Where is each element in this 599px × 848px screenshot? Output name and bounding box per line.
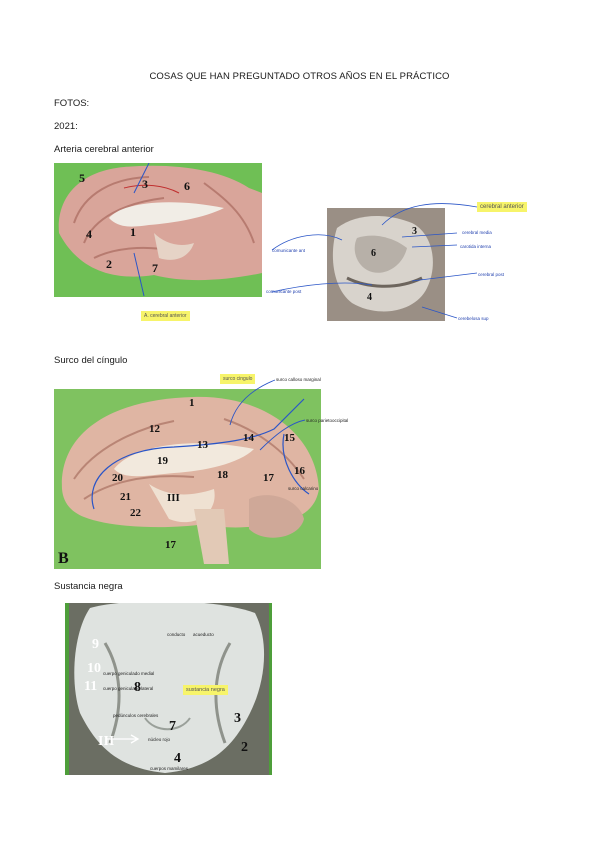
annotation: comunicante ant [272, 248, 306, 253]
label-number: 6 [371, 248, 376, 259]
label-number: 4 [367, 292, 372, 303]
label-number: III [98, 734, 115, 749]
brain-base-image [327, 208, 445, 321]
label-number: 7 [152, 261, 158, 275]
annotation: surco calcarino [288, 486, 319, 491]
brain-sagittal-image [54, 163, 262, 297]
label-number: 2 [106, 257, 112, 271]
label-number: 14 [243, 432, 254, 444]
annotation: carotida interna [460, 244, 492, 249]
label-number: 1 [189, 397, 195, 409]
highlight-cerebral-anterior: cerebral anterior [477, 202, 527, 212]
annotation: cerebelosa sup [458, 316, 489, 321]
highlight-surco-cingulo: surco cingulo [220, 374, 256, 384]
label-number: 12 [149, 423, 160, 435]
figure-letter: B [58, 550, 69, 567]
midbrain-photo: 9 10 11 8 7 3 III 2 4 conducto acueducto… [65, 603, 272, 775]
label-number: 16 [294, 465, 305, 477]
annotation-arrows [229, 379, 306, 451]
brain-medial-image [54, 389, 321, 569]
highlight-anterior-cerebral: A. cerebral anterior [141, 311, 190, 321]
label-number: III [167, 492, 180, 504]
midbrain-image [65, 603, 272, 775]
label-number: 6 [184, 179, 190, 193]
label-number: 13 [197, 439, 208, 451]
annotation-arrows [271, 203, 478, 319]
brain-base-photo: 6 3 4 [327, 208, 445, 321]
annotation: cerebral post [478, 272, 505, 277]
photo-label: conducto [167, 632, 186, 637]
photo-label: cuerpos mamilares [150, 766, 189, 771]
label-number: 10 [87, 661, 101, 676]
label-number: 4 [174, 751, 181, 766]
brain-medial-photo: 1 12 13 14 15 19 20 18 17 16 21 22 III 1… [54, 389, 321, 569]
section-heading-arteria: Arteria cerebral anterior [54, 144, 154, 155]
fotos-label: FOTOS: [54, 98, 90, 109]
label-number: 20 [112, 472, 123, 484]
label-number: 22 [130, 507, 141, 519]
label-number: 15 [284, 432, 295, 444]
label-number: 9 [92, 637, 99, 652]
label-number: 3 [234, 711, 241, 726]
photo-label: cuerpo geniculado medial [103, 671, 155, 676]
label-number: 4 [86, 227, 92, 241]
annotation: comunicante post [266, 289, 302, 294]
label-number: 2 [241, 740, 248, 755]
page-title: COSAS QUE HAN PREGUNTADO OTROS AÑOS EN E… [149, 71, 450, 82]
label-number: 21 [120, 491, 131, 503]
label-number: 17 [165, 539, 176, 551]
section-heading-sustancia: Sustancia negra [54, 581, 123, 592]
label-number: 5 [79, 171, 85, 185]
label-number: 8 [134, 680, 141, 695]
photo-label: acueducto [193, 632, 214, 637]
label-number: 7 [169, 719, 176, 734]
year-label: 2021: [54, 121, 78, 132]
highlight-sustancia-negra: sustancia negra [183, 685, 228, 695]
label-number: 19 [157, 455, 168, 467]
label-number: 1 [130, 225, 136, 239]
annotation: surco calloso marginal [276, 377, 321, 382]
brain-sagittal-photo: 5 3 6 4 1 2 7 [54, 163, 262, 297]
annotation: cerebral media [462, 230, 492, 235]
label-number: 3 [412, 226, 417, 237]
annotation: surco parietooccipital [306, 418, 349, 423]
section-heading-surco: Surco del cíngulo [54, 355, 128, 366]
photo-label: cuerpo geniculado lateral [103, 686, 154, 691]
label-number: 18 [217, 469, 228, 481]
photo-label: núcleo rojo [148, 737, 171, 742]
photo-label: pedúnculos cerebrales [113, 713, 159, 718]
label-number: 17 [263, 472, 274, 484]
arrow-icon [107, 734, 140, 744]
label-number: 3 [142, 177, 148, 191]
label-number: 11 [84, 679, 98, 694]
